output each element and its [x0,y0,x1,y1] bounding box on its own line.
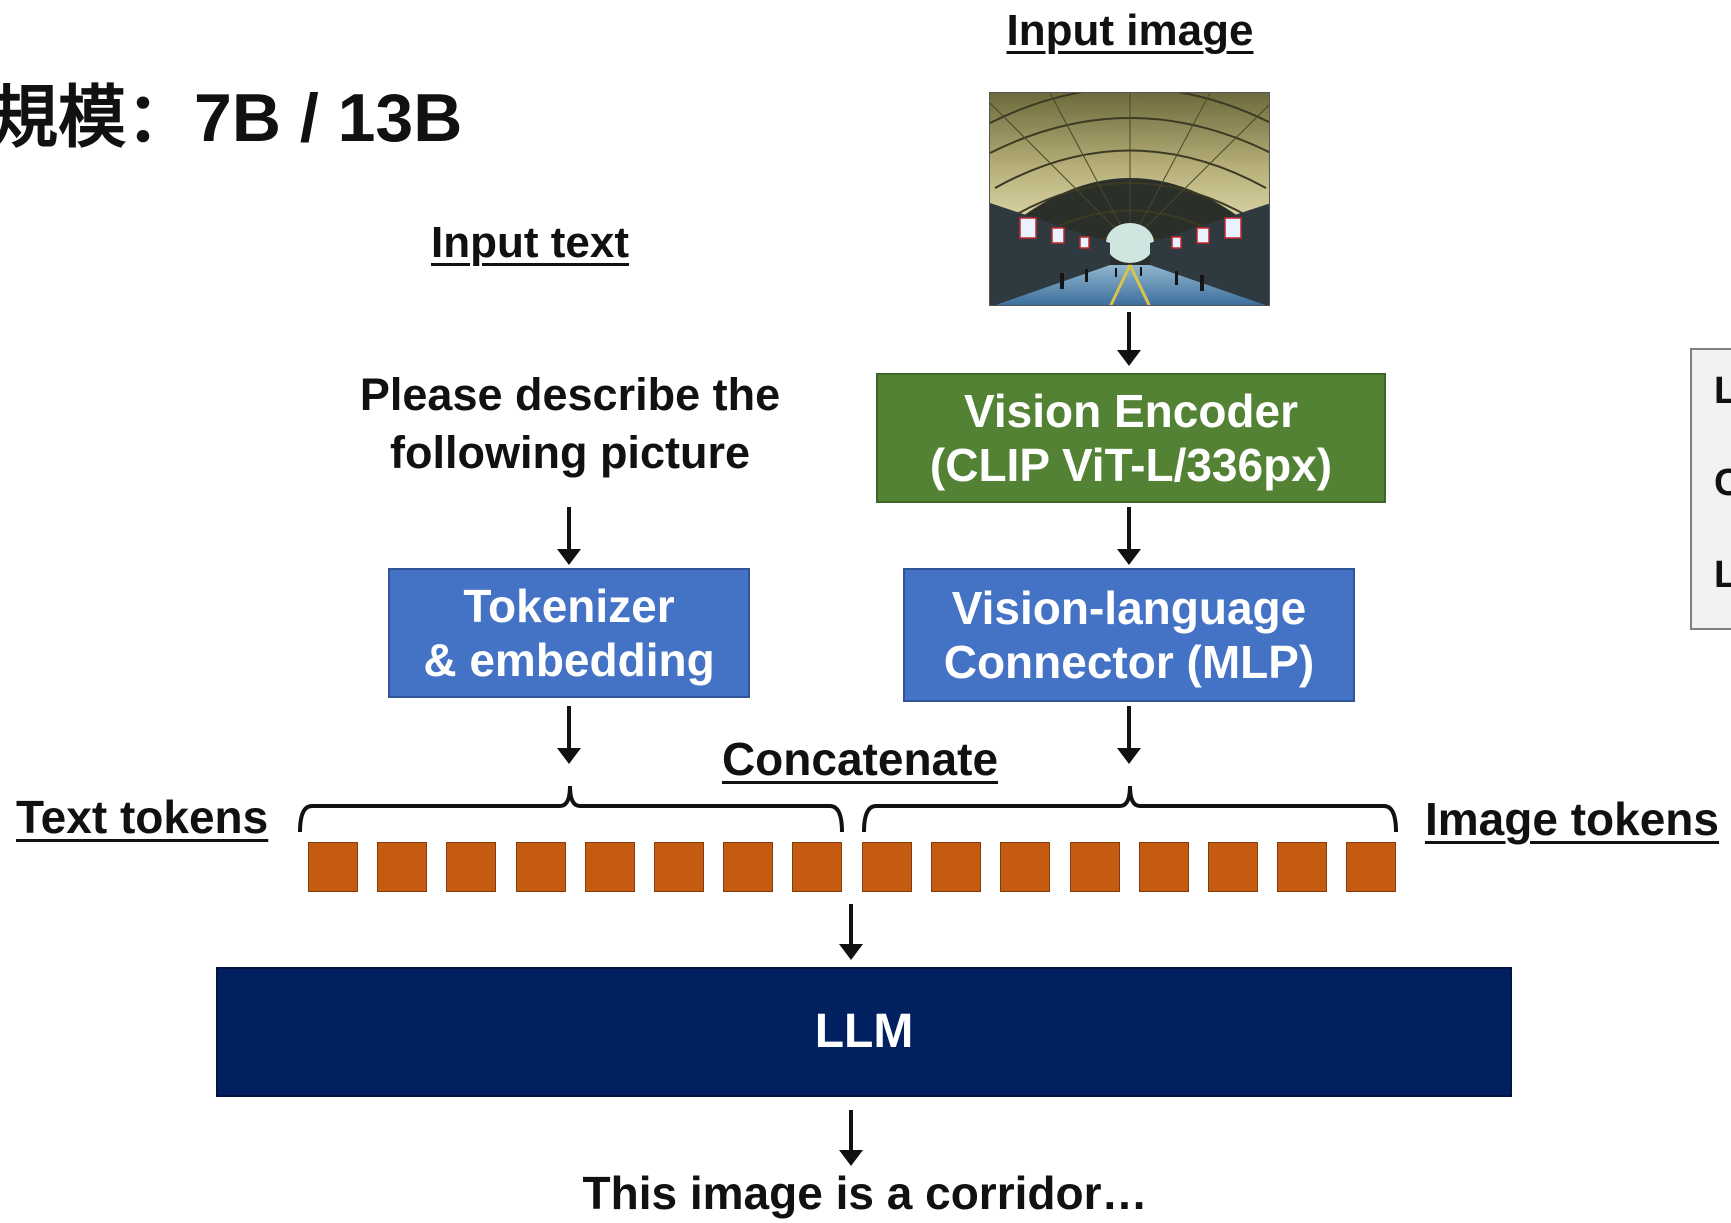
arrow-llm-to-output [836,1110,866,1166]
image-token [1277,842,1327,892]
input-text-label: Input text [431,218,629,267]
arrow-connector-to-image-tokens [1114,706,1144,764]
image-tokens-label: Image tokens [1425,793,1719,845]
side-panel-letter: C [1714,462,1731,504]
image-token [1208,842,1258,892]
llm-label: LLM [814,1004,914,1058]
arrow-image-to-encoder [1114,312,1144,366]
text-token [308,842,358,892]
text-token [654,842,704,892]
text-tokens-label: Text tokens [16,791,269,843]
prompt-line-1: Please describe the [359,369,781,420]
text-token [723,842,773,892]
text-token [377,842,427,892]
concatenate-label: Concatenate [721,733,999,785]
tokenizer-box: Tokenizer & embedding [388,568,750,698]
vision-language-connector-box: Vision-language Connector (MLP) [903,568,1355,702]
vision-encoder-model: (CLIP ViT-L/336px) [929,439,1333,491]
tokenizer-title: Tokenizer [463,579,675,632]
page-heading: 規模：7B / 13B [0,80,463,156]
image-tokens-brace [862,785,1398,833]
arrow-tokens-to-llm [836,904,866,960]
llm-box: LLM [216,967,1512,1097]
side-panel-letter: L [1714,370,1731,412]
image-token [862,842,912,892]
text-tokens-brace [298,785,844,833]
corridor-image [990,93,1269,305]
text-token [585,842,635,892]
output-text: This image is a corridor… [582,1167,1148,1219]
vision-encoder-box: Vision Encoder (CLIP ViT-L/336px) [876,373,1386,503]
side-panel: L C L [1690,348,1731,630]
side-panel-letter: L [1714,554,1731,596]
text-token [792,842,842,892]
connector-title: Vision-language [951,581,1307,634]
text-token [516,842,566,892]
vision-encoder-title: Vision Encoder [963,384,1299,437]
arrow-prompt-to-tokenizer [554,507,584,565]
arrow-tokenizer-to-text-tokens [554,706,584,764]
token-braces [298,785,1398,833]
input-prompt-text: Please describe the following picture [330,366,810,481]
image-token [1070,842,1120,892]
arrow-encoder-to-connector [1114,507,1144,565]
connector-subtitle: Connector (MLP) [943,636,1315,688]
text-token [446,842,496,892]
prompt-line-2: following picture [390,426,750,478]
image-token [1139,842,1189,892]
tokenizer-subtitle: & embedding [423,634,715,686]
image-token [1346,842,1396,892]
image-token [1000,842,1050,892]
input-image-label: Input image [1006,6,1254,55]
input-image [989,92,1270,306]
image-token [931,842,981,892]
